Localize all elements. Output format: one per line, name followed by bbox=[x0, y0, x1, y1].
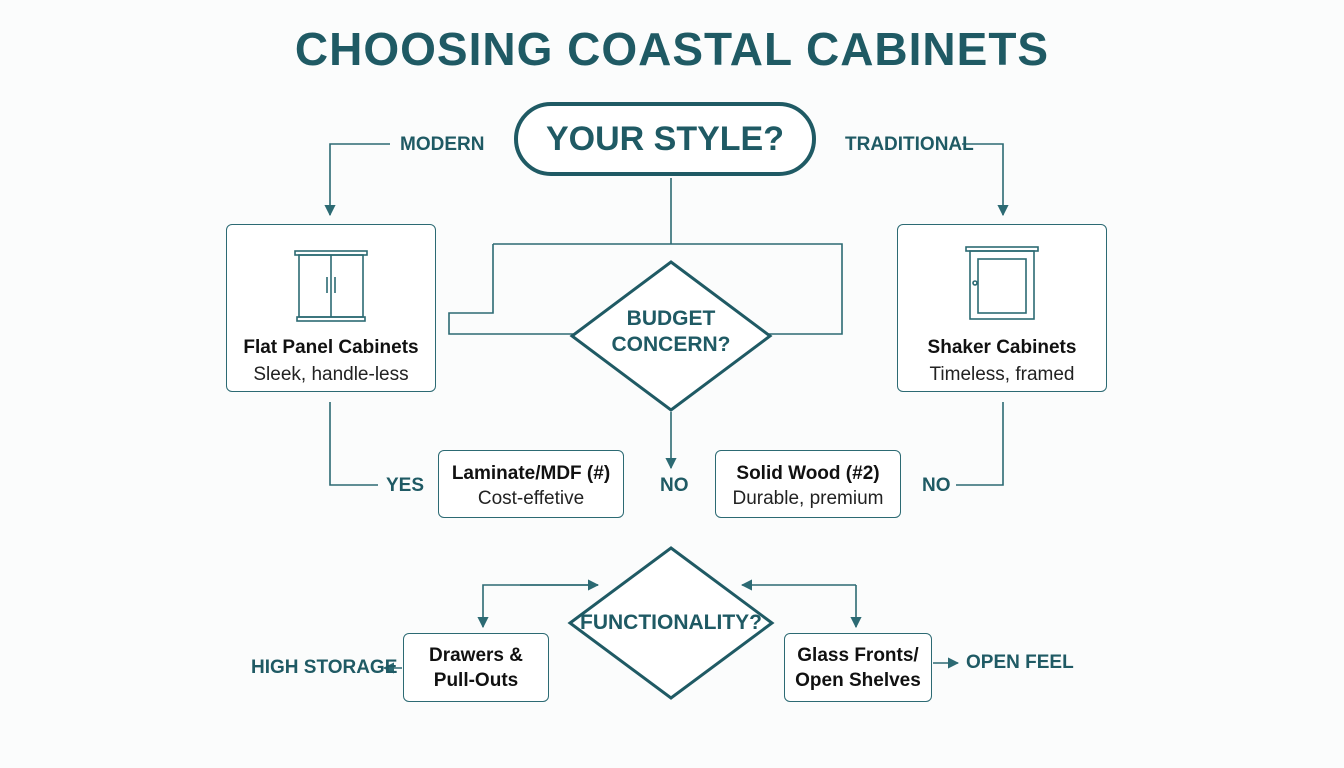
budget-bracket-left bbox=[448, 244, 586, 335]
functionality-diamond bbox=[567, 546, 775, 700]
budget-diamond bbox=[569, 260, 773, 412]
glass-fronts-card: Glass Fronts/ Open Shelves bbox=[784, 633, 932, 702]
laminate-card: Laminate/MDF (#) Cost-effetive bbox=[438, 450, 624, 518]
yes-connector bbox=[329, 402, 378, 486]
laminate-name: Laminate/MDF (#) bbox=[451, 463, 611, 484]
laminate-desc: Cost-effetive bbox=[477, 488, 585, 509]
functionality-question: FUNCTIONALITY? bbox=[580, 611, 762, 634]
traditional-connector bbox=[962, 143, 1009, 217]
flat-panel-name: Flat Panel Cabinets bbox=[243, 337, 419, 358]
flat-panel-card: Flat Panel Cabinets Sleek, handle-less bbox=[226, 224, 436, 392]
solid-wood-card: Solid Wood (#2) Durable, premium bbox=[715, 450, 901, 518]
flat-panel-cabinet-icon bbox=[227, 237, 435, 323]
shaker-name: Shaker Cabinets bbox=[927, 337, 1077, 358]
drawers-line1: Drawers & bbox=[429, 644, 523, 666]
shaker-card: Shaker Cabinets Timeless, framed bbox=[897, 224, 1107, 392]
open-feel-label: OPEN FEEL bbox=[966, 652, 1074, 673]
traditional-label: TRADITIONAL bbox=[845, 134, 974, 155]
budget-line2: CONCERN? bbox=[611, 333, 731, 356]
page-title: CHOOSING COASTAL CABINETS bbox=[294, 23, 1050, 75]
glass-line1: Glass Fronts/ bbox=[797, 644, 919, 666]
yes-label: YES bbox=[386, 475, 425, 496]
drawers-line2: Pull-Outs bbox=[433, 669, 519, 691]
solid-wood-desc: Durable, premium bbox=[732, 488, 884, 509]
no-center-label: NO bbox=[660, 475, 689, 496]
budget-question: BUDGET CONCERN? bbox=[590, 306, 752, 358]
style-question-node: YOUR STYLE? bbox=[514, 102, 816, 176]
no-right-connector bbox=[956, 402, 1004, 486]
no-right-label: NO bbox=[922, 475, 951, 496]
budget-bracket-connector bbox=[493, 243, 843, 335]
solid-wood-name: Solid Wood (#2) bbox=[736, 463, 880, 484]
shaker-desc: Timeless, framed bbox=[929, 364, 1075, 385]
shaker-cabinet-icon bbox=[898, 237, 1106, 323]
high-storage-label: HIGH STORAGE bbox=[251, 657, 398, 678]
modern-connector bbox=[324, 143, 390, 217]
budget-line1: BUDGET bbox=[626, 307, 716, 330]
flat-panel-desc: Sleek, handle-less bbox=[253, 364, 409, 385]
modern-label: MODERN bbox=[400, 134, 485, 155]
drawers-card: Drawers & Pull-Outs bbox=[403, 633, 549, 702]
glass-line2: Open Shelves bbox=[795, 669, 921, 691]
